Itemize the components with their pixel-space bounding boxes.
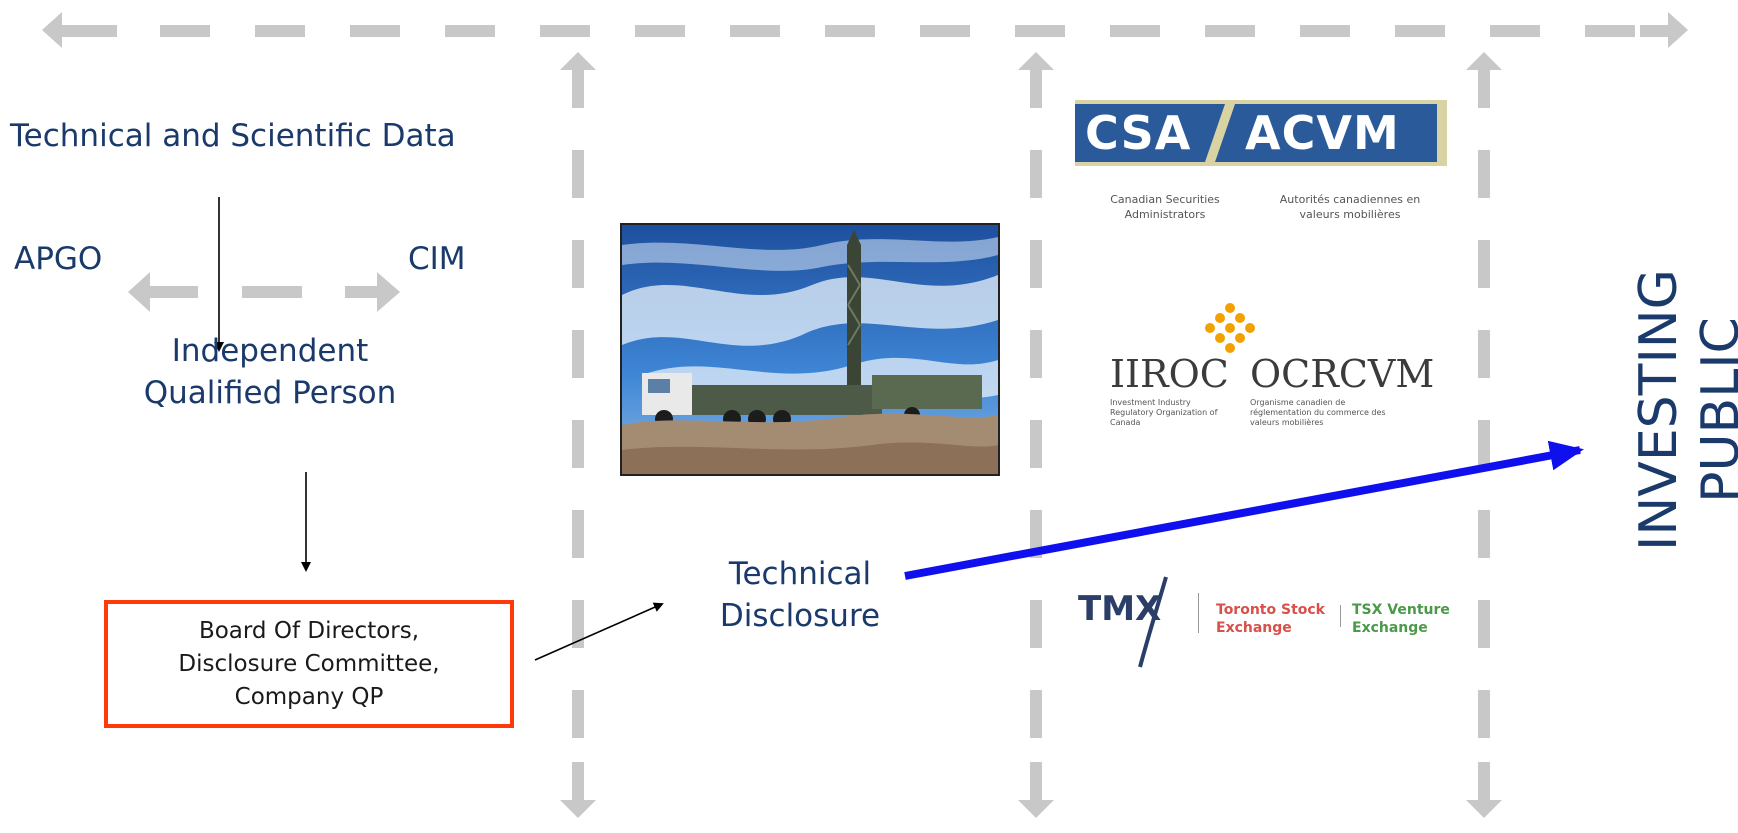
apgo-label: APGO [14, 241, 103, 277]
vertical-dashed-line-1 [560, 52, 596, 818]
drill-rig-illustration [622, 225, 998, 474]
cim-label: CIM [408, 241, 466, 277]
iiroc-word: IIROC [1110, 352, 1229, 396]
vertical-dashed-line-3 [1466, 52, 1502, 818]
ocrcvm-word: OCRCVM [1250, 352, 1435, 396]
tmx-word: TMX [1078, 589, 1162, 629]
top-right-diamond-icon [1668, 12, 1688, 48]
acvm-subtitle: Autorités canadiennes en valeurs mobiliè… [1279, 193, 1421, 221]
csa-word: CSA [1085, 106, 1192, 160]
acvm-word: ACVM [1245, 106, 1400, 160]
investing-public: INVESTING PUBLIC [1560, 260, 1738, 560]
tmx-exchange-1: Toronto Stock Exchange [1216, 602, 1325, 636]
public-label: PUBLIC [1691, 317, 1738, 503]
ocrcvm-subtitle: Organisme canadien de réglementation du … [1250, 398, 1386, 427]
top-dashed-line [42, 12, 1688, 48]
csa-acvm-logo: CSA ACVM Canadian Securities Administrat… [1075, 100, 1455, 230]
right-diamond-icon [377, 272, 400, 312]
iiroc-ocrcvm-logo: IIROC OCRCVM Investment Industry Regulat… [1110, 300, 1450, 440]
board-box: Board Of Directors, Disclosure Committee… [104, 600, 514, 728]
tmx-divider-2 [1340, 605, 1341, 627]
investing-label: INVESTING [1629, 269, 1689, 551]
apgo-cim-connector [128, 272, 400, 312]
iiroc-dots-icon [1205, 303, 1255, 353]
board-line-3: Company QP [234, 683, 384, 710]
csa-acvm-mark [1075, 100, 1447, 166]
csa-subtitle: Canadian Securities Administrators [1110, 193, 1220, 221]
technical-data-label: Technical and Scientific Data [10, 118, 456, 154]
iiroc-subtitle: Investment Industry Regulatory Organizat… [1110, 398, 1218, 427]
drill-rig-photo [620, 223, 1000, 476]
tmx-exchange-2: TSX Venture Exchange [1352, 602, 1450, 636]
arrow-board-to-disclosure [534, 602, 664, 661]
board-line-1: Board Of Directors, [198, 617, 420, 644]
technical-disclosure-label: Technical Disclosure [719, 556, 881, 634]
qualified-person-label: Independent Qualified Person [143, 333, 397, 411]
tmx-divider-1 [1198, 593, 1199, 633]
arrow-disclosure-to-public [904, 440, 1584, 580]
vertical-dashed-line-2 [1018, 52, 1054, 818]
board-line-2: Disclosure Committee, [178, 650, 440, 677]
top-left-diamond-icon [42, 12, 62, 48]
left-diamond-icon [128, 272, 150, 312]
tmx-logo: TMX Toronto Stock Exchange TSX Venture E… [1078, 575, 1458, 675]
tmx-swoosh-icon [1138, 576, 1168, 668]
